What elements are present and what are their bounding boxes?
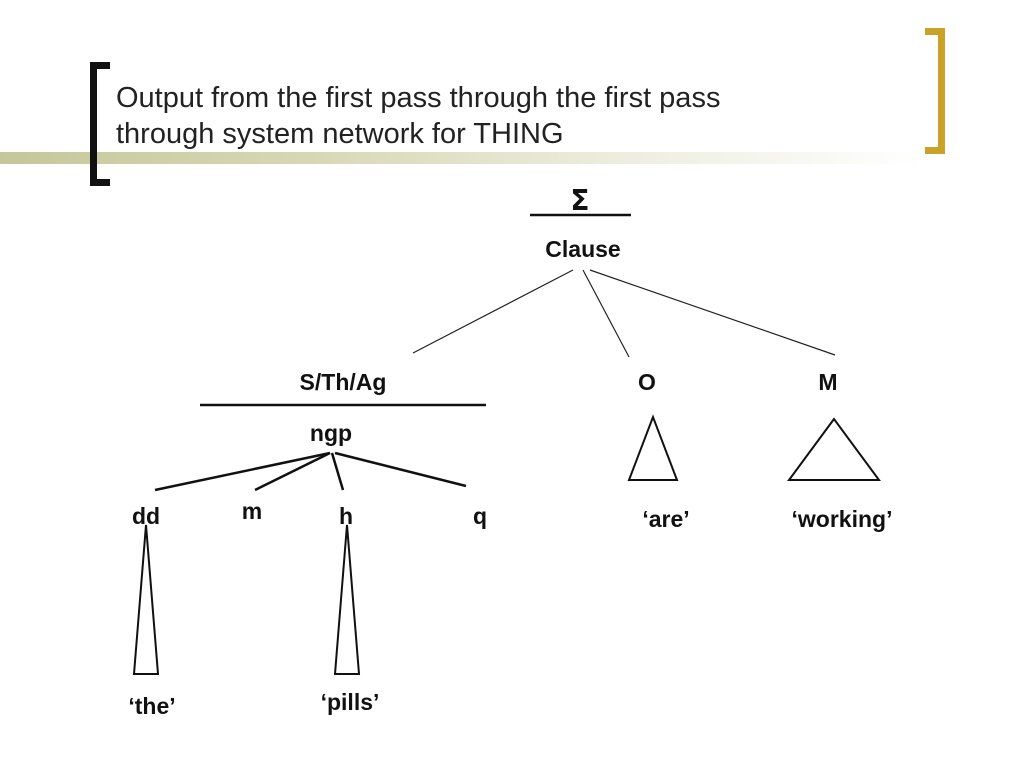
node-main-verb: M — [818, 369, 837, 395]
sigma-root-symbol: Σ — [570, 184, 589, 217]
edge-clause-to-main-verb — [589, 269, 836, 356]
filler-the: ‘the’ — [128, 693, 175, 719]
slide-title: Output from the first pass through the f… — [116, 80, 876, 152]
node-h: h — [339, 503, 353, 529]
node-clause: Clause — [545, 236, 620, 262]
node-subject: S/Th/Ag — [300, 369, 387, 395]
filler-are: ‘are’ — [642, 506, 689, 532]
node-q: q — [473, 503, 487, 529]
triangle-h — [333, 524, 361, 675]
triangle-dd — [132, 524, 160, 675]
node-dd: dd — [132, 503, 160, 529]
triangle-main-verb — [787, 417, 881, 481]
edge-ngp-to-h — [330, 452, 345, 491]
edge-ngp-to-m — [254, 451, 331, 492]
filler-working: ‘working’ — [792, 506, 893, 532]
left-bracket-ornament — [90, 62, 110, 186]
edge-clause-to-operator — [582, 269, 630, 358]
title-accent-bar — [0, 152, 1024, 164]
node-ngp: ngp — [310, 420, 352, 446]
node-operator: O — [638, 369, 656, 395]
triangle-operator — [627, 414, 679, 481]
slide-title-line-1: Output from the first pass through the f… — [116, 82, 721, 114]
edge-ngp-to-q — [334, 451, 467, 488]
edge-ngp-to-dd — [154, 451, 331, 492]
node-m: m — [242, 498, 262, 524]
edge-clause-to-subject — [412, 269, 574, 354]
right-bracket-ornament — [925, 28, 945, 154]
slide-title-line-2: through system network for THING — [116, 118, 564, 150]
filler-pills: ‘pills’ — [321, 689, 380, 715]
